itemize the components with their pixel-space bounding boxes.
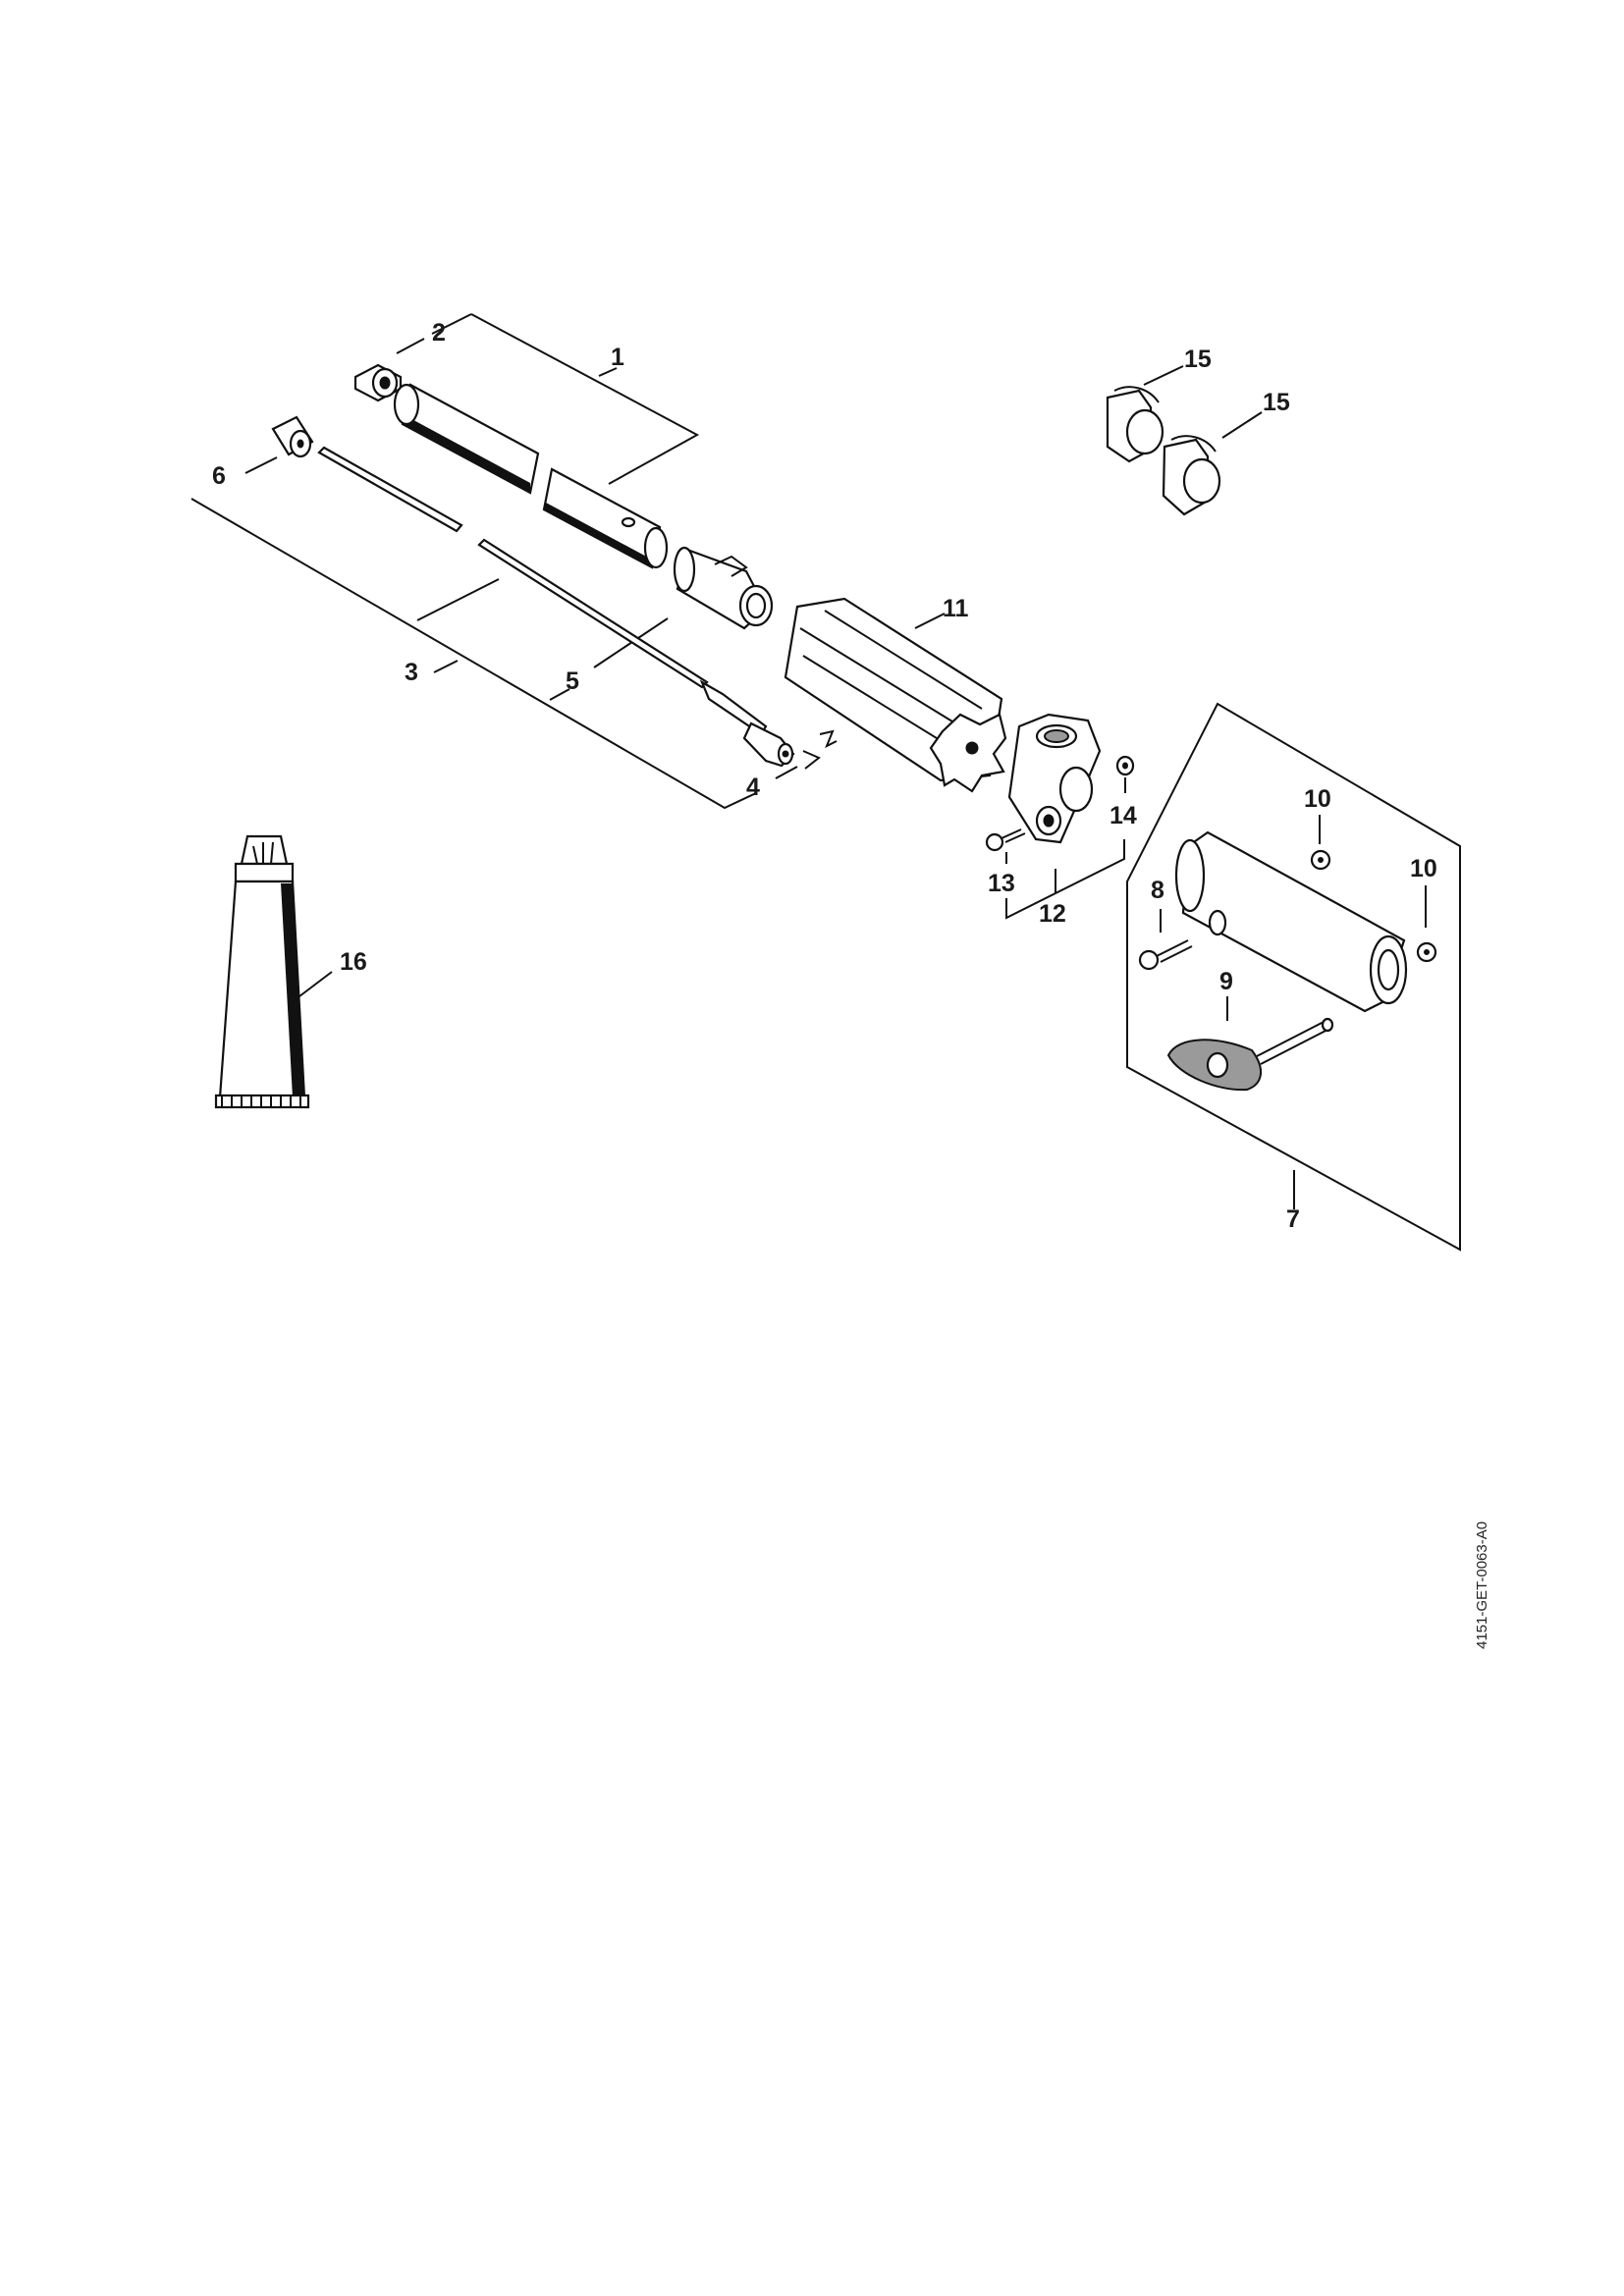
part-shaft-tube (393, 383, 669, 569)
callout-labels: 1 2 3 4 5 6 7 8 9 10 10 11 12 13 14 15 1… (212, 319, 1437, 1233)
callout-15-bottom: 15 (1263, 389, 1290, 416)
callout-4: 4 (746, 774, 760, 801)
part-handle-assembly (1138, 830, 1437, 1092)
callout-11: 11 (943, 595, 969, 622)
callout-16: 16 (340, 948, 367, 976)
part-clamp-housing (1007, 713, 1102, 844)
part-grease-tube (214, 834, 310, 1109)
callout-15-top: 15 (1184, 346, 1212, 373)
callout-14: 14 (1110, 802, 1137, 829)
callout-3: 3 (405, 659, 418, 686)
callout-12: 12 (1039, 900, 1066, 928)
callout-2: 2 (432, 319, 446, 347)
callout-13: 13 (988, 870, 1015, 897)
callout-9: 9 (1219, 968, 1233, 995)
part-sleeve (673, 546, 774, 630)
callout-6: 6 (212, 462, 226, 490)
part-grip-profile (784, 597, 1007, 793)
part-end-cap (353, 363, 403, 402)
part-screw-nut (985, 755, 1135, 852)
callout-8: 8 (1151, 877, 1164, 904)
callout-1: 1 (611, 344, 624, 371)
callout-10-left: 10 (1304, 785, 1331, 813)
callout-5: 5 (566, 667, 579, 695)
document-reference: 4151-GET-0063-A0 (1474, 1522, 1490, 1649)
callout-7: 7 (1286, 1205, 1300, 1233)
leader-lines (190, 313, 1461, 1252)
part-clip (802, 729, 838, 770)
part-bushing (271, 415, 314, 458)
callout-10-right: 10 (1410, 855, 1437, 882)
part-drive-shaft (317, 446, 795, 768)
part-retaining-clips (1106, 386, 1221, 516)
